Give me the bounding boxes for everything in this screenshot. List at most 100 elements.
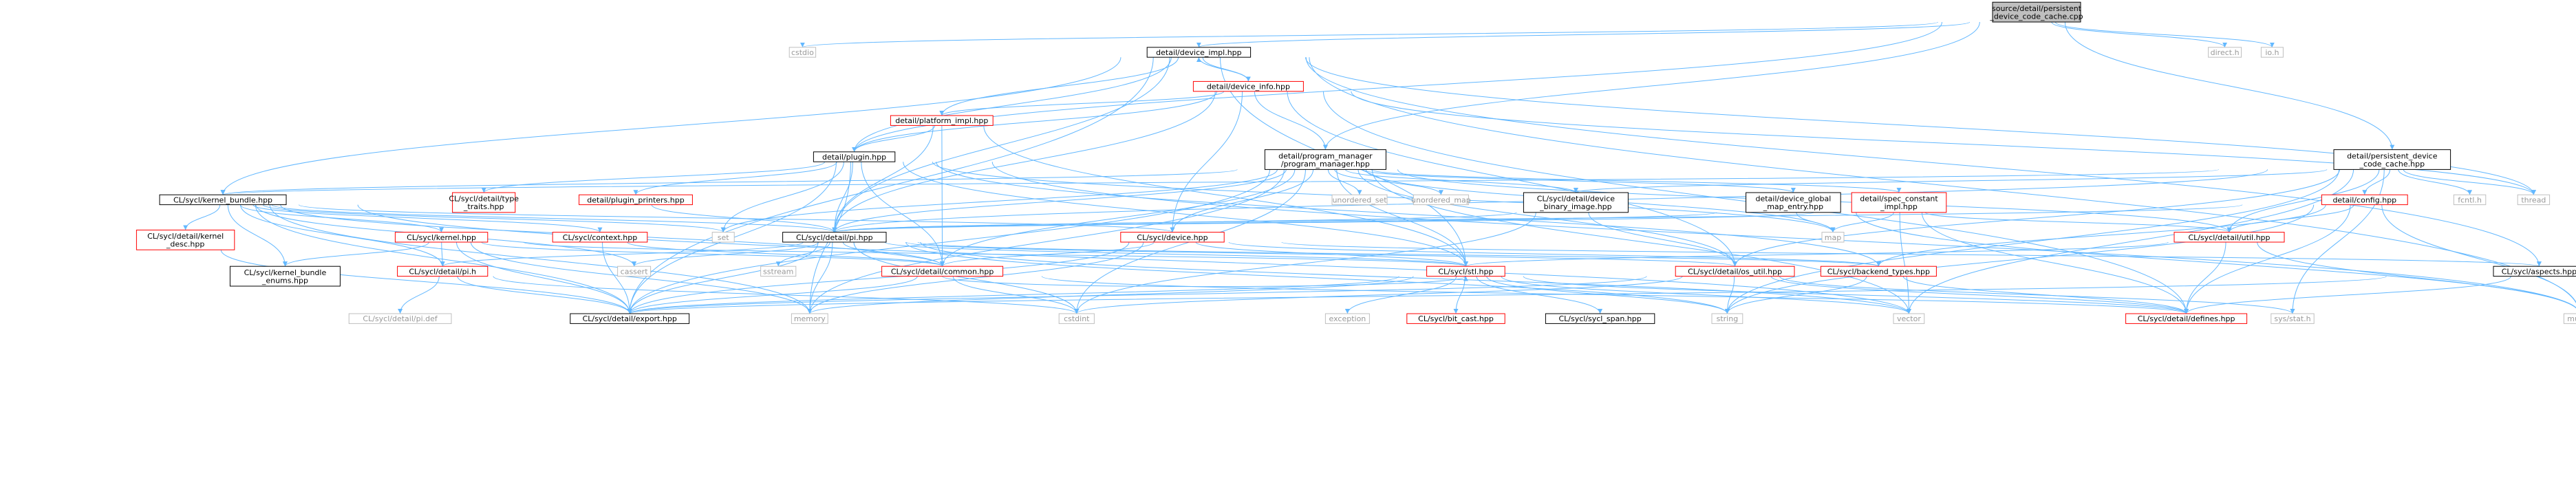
edge-device-info-to-device-impl <box>1196 57 1249 82</box>
node-export[interactable]: CL/sycl/detail/export.hpp <box>570 313 690 324</box>
edge-pi-hpp-to-stl <box>884 241 1468 267</box>
node-plugin-printers[interactable]: detail/plugin_printers.hpp <box>579 194 693 206</box>
node-box <box>2333 149 2451 170</box>
node-kernel-hpp[interactable]: CL/sycl/kernel.hpp <box>394 232 489 243</box>
node-box <box>1675 266 1795 277</box>
node-label: set <box>718 233 729 242</box>
edge-pi-hpp-to-pi-h <box>440 241 804 267</box>
node-box <box>2208 47 2242 58</box>
node-aspects[interactable]: CL/sycl/aspects.hpp <box>2493 266 2576 277</box>
node-backend-types[interactable]: CL/sycl/backend_types.hpp <box>1820 266 1937 277</box>
edge-kernel-bundle-to-pi-hpp <box>271 204 837 233</box>
node-label: CL/sycl/detail/export.hpp <box>583 314 677 323</box>
node-platform-impl[interactable]: detail/platform_impl.hpp <box>890 115 994 126</box>
edge-device-impl-to-device-info <box>1202 57 1251 82</box>
edge-persistent-hpp-to-device-binary-image <box>1574 169 2328 193</box>
node-box <box>1324 313 1370 324</box>
edge-platform-impl-to-plugin <box>852 125 936 152</box>
node-persistent-hpp[interactable]: detail/persistent_device_code_cache.hpp <box>2333 149 2451 170</box>
node-label: CL/sycl/device.hpp <box>1137 233 1208 242</box>
node-label: direct.h <box>2211 48 2240 57</box>
node-type-traits[interactable]: CL/sycl/detail/type_traits.hpp <box>449 192 519 213</box>
node-util-hpp[interactable]: CL/sycl/detail/util.hpp <box>2174 232 2285 243</box>
node-label: CL/sycl/detail/common.hpp <box>891 267 994 276</box>
edge-aspects-to-export <box>627 276 2387 314</box>
edge-backend-types-to-string <box>1724 276 1867 314</box>
node-context[interactable]: CL/sycl/context.hpp <box>552 232 648 243</box>
edge-common-to-defines <box>1041 276 2189 314</box>
node-device-impl[interactable]: detail/device_impl.hpp <box>1146 47 1252 58</box>
node-label: io.h <box>2265 48 2279 57</box>
node-label: CL/sycl/detail/device <box>1537 195 1616 204</box>
edge-program-manager-to-set <box>720 169 1278 232</box>
node-plugin[interactable]: detail/plugin.hpp <box>813 151 896 162</box>
node-config[interactable]: detail/config.hpp <box>2321 194 2408 206</box>
node-pi-h[interactable]: CL/sycl/detail/pi.h <box>397 266 489 277</box>
node-label: detail/spec_constant <box>1860 195 1938 204</box>
node-box <box>2321 194 2408 206</box>
node-box <box>2563 313 2576 324</box>
edge-pi-hpp-to-vector <box>920 241 1911 314</box>
edge-program-manager-to-device-binary-image <box>1345 169 1578 193</box>
node-kb-enums[interactable]: CL/sycl/kernel_bundle_enums.hpp <box>229 266 341 287</box>
node-label: _traits.hpp <box>463 202 504 211</box>
node-vector: vector <box>1893 313 1925 324</box>
node-unordered-set: unordered_set <box>1331 194 1388 206</box>
edge-context-to-common <box>627 241 945 267</box>
node-device-hpp[interactable]: CL/sycl/device.hpp <box>1120 232 1225 243</box>
node-pi-hpp[interactable]: CL/sycl/detail/pi.hpp <box>782 232 887 243</box>
node-label: unordered_map <box>1411 195 1471 204</box>
node-sycl-span[interactable]: CL/sycl/sycl_span.hpp <box>1545 313 1655 324</box>
node-thread: thread <box>2517 194 2551 206</box>
edge-device-impl-to-thread <box>1305 57 2536 195</box>
node-box <box>579 194 693 206</box>
edge-root-to-direct-h <box>2051 21 2228 48</box>
node-label: _device_code_cache.cpp <box>1989 12 2083 21</box>
node-spec-constant[interactable]: detail/spec_constant_impl.hpp <box>1851 192 1947 213</box>
node-program-manager[interactable]: detail/program_manager/program_manager.h… <box>1264 149 1386 170</box>
edge-spec-constant-to-defines <box>1921 212 2189 314</box>
node-box <box>159 194 287 206</box>
node-root[interactable]: source/detail/persistent_device_code_cac… <box>1989 1 2083 23</box>
node-label: CL/sycl/detail/type <box>449 195 519 204</box>
edge-config-to-defines <box>2184 204 2351 314</box>
node-bit-cast[interactable]: CL/sycl/bit_cast.hpp <box>1406 313 1505 324</box>
node-device-info[interactable]: detail/device_info.hpp <box>1192 80 1304 92</box>
node-common[interactable]: CL/sycl/detail/common.hpp <box>881 266 1004 277</box>
node-box <box>136 229 235 250</box>
edge-program-manager-to-memory <box>807 169 1285 314</box>
edge-program-manager-to-spec-constant <box>1371 169 1902 193</box>
edge-os-util-to-sys-stat <box>1779 276 2295 314</box>
node-box <box>890 115 994 126</box>
node-defines[interactable]: CL/sycl/detail/defines.hpp <box>2125 313 2248 324</box>
node-kernel-bundle[interactable]: CL/sycl/kernel_bundle.hpp <box>159 194 287 206</box>
node-label: _map_entry.hpp <box>1763 202 1823 211</box>
edge-program-manager-to-device-global-map <box>1362 169 1796 193</box>
node-label: fcntl.h <box>2458 195 2482 204</box>
node-device-global-map[interactable]: detail/device_global_map_entry.hpp <box>1746 192 1841 213</box>
edge-kernel-bundle-to-kb-enums <box>227 204 288 267</box>
edge-program-manager-to-vector <box>1371 169 1911 314</box>
node-stl[interactable]: CL/sycl/stl.hpp <box>1426 266 1505 277</box>
edge-pi-hpp-to-memory <box>807 241 833 314</box>
node-kernel-desc[interactable]: CL/sycl/detail/kernel_desc.hpp <box>136 229 235 250</box>
edge-kernel-bundle-to-device-hpp <box>298 204 1175 233</box>
node-box <box>1192 80 1304 92</box>
node-label: map <box>1825 233 1841 242</box>
edge-pi-h-to-pi-def <box>398 276 440 314</box>
node-device-binary-image[interactable]: CL/sycl/detail/device_binary_image.hpp <box>1523 192 1629 213</box>
node-box <box>1413 194 1469 206</box>
edge-device-info-to-platform-impl <box>939 91 1225 116</box>
node-os-util[interactable]: CL/sycl/detail/os_util.hpp <box>1675 266 1795 277</box>
node-label: CL/sycl/backend_types.hpp <box>1827 267 1930 276</box>
edge-os-util-to-cstdint <box>1074 276 1683 314</box>
node-box <box>2125 313 2248 324</box>
node-box <box>552 232 648 243</box>
node-label: exception <box>1329 314 1366 323</box>
node-box <box>760 266 797 277</box>
edge-program-manager-to-device-hpp <box>1170 169 1314 232</box>
edge-backend-types-to-defines <box>1902 276 2189 314</box>
edge-program-manager-to-stl <box>1336 169 1468 267</box>
edge-config-to-string <box>1724 204 2315 314</box>
